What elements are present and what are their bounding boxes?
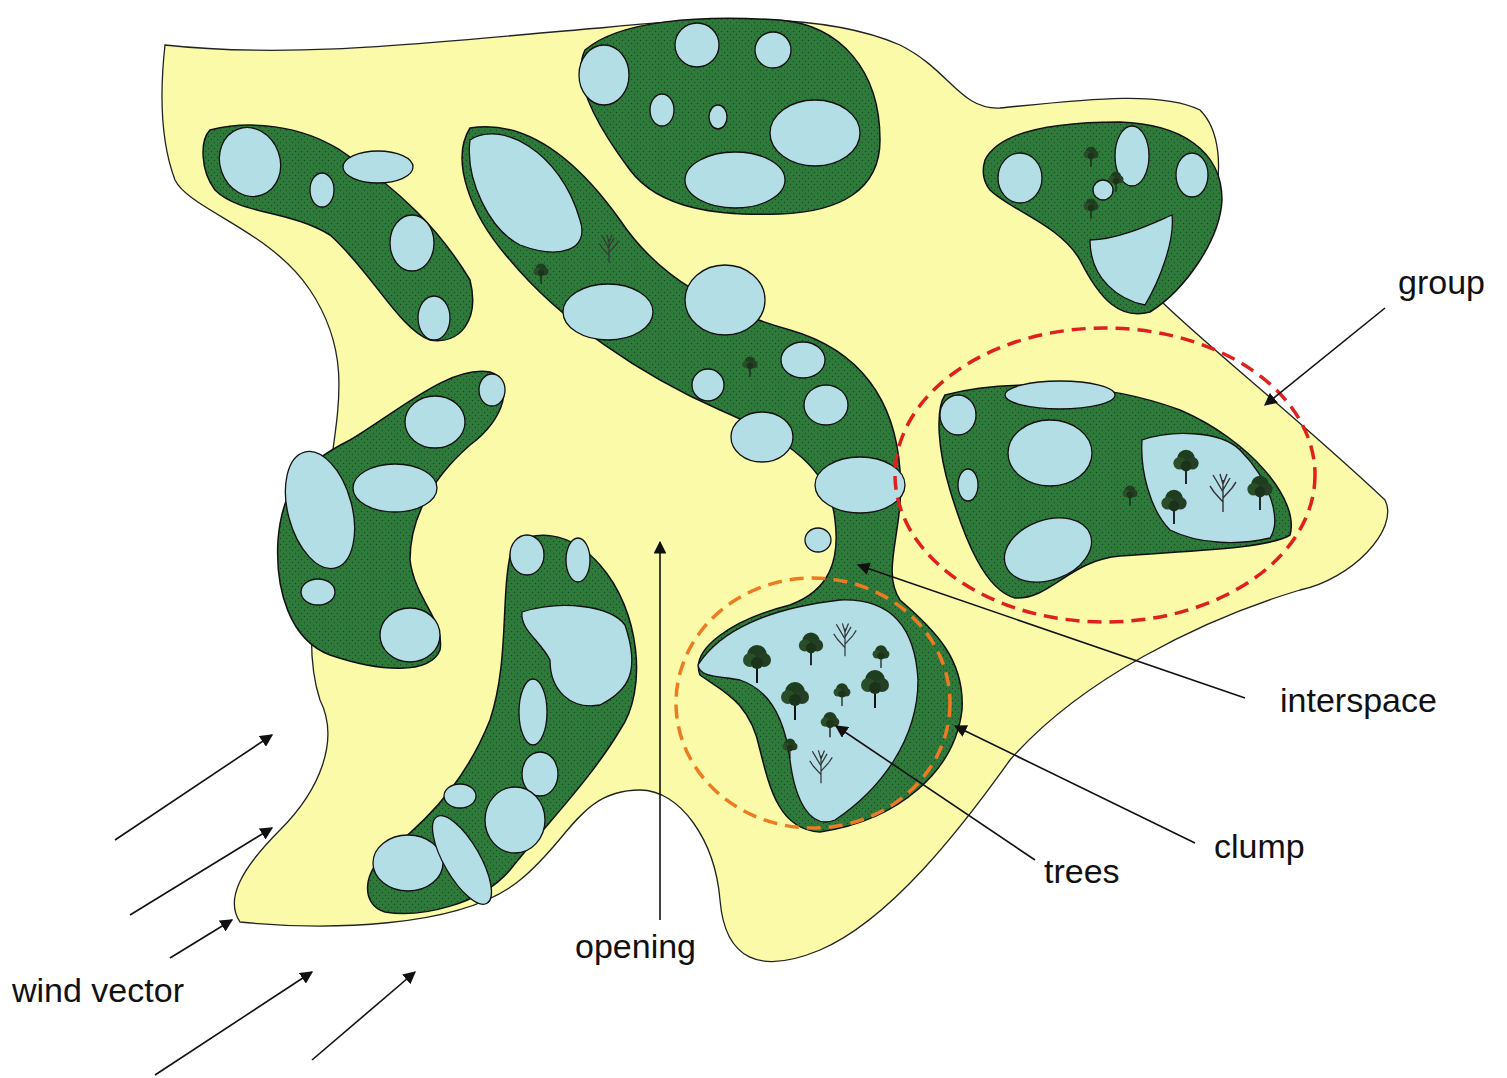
callout-label: trees: [1044, 853, 1120, 890]
clump-outline: [676, 578, 950, 828]
group-outline: [895, 328, 1315, 622]
wind-vector-arrows: [115, 735, 415, 1075]
forest-patches: [203, 18, 1291, 913]
clump-gap: [698, 600, 918, 822]
group-gap: [1142, 433, 1275, 542]
callout-label: wind vector: [12, 972, 184, 1009]
callout-label: clump: [1214, 828, 1305, 865]
tree-symbols: [534, 146, 1273, 783]
forest-gaps: [210, 23, 1275, 912]
callout-label: opening: [575, 928, 696, 965]
callout-label: interspace: [1280, 682, 1437, 719]
leader-lines: [660, 308, 1385, 920]
callout-label: group: [1398, 264, 1485, 301]
